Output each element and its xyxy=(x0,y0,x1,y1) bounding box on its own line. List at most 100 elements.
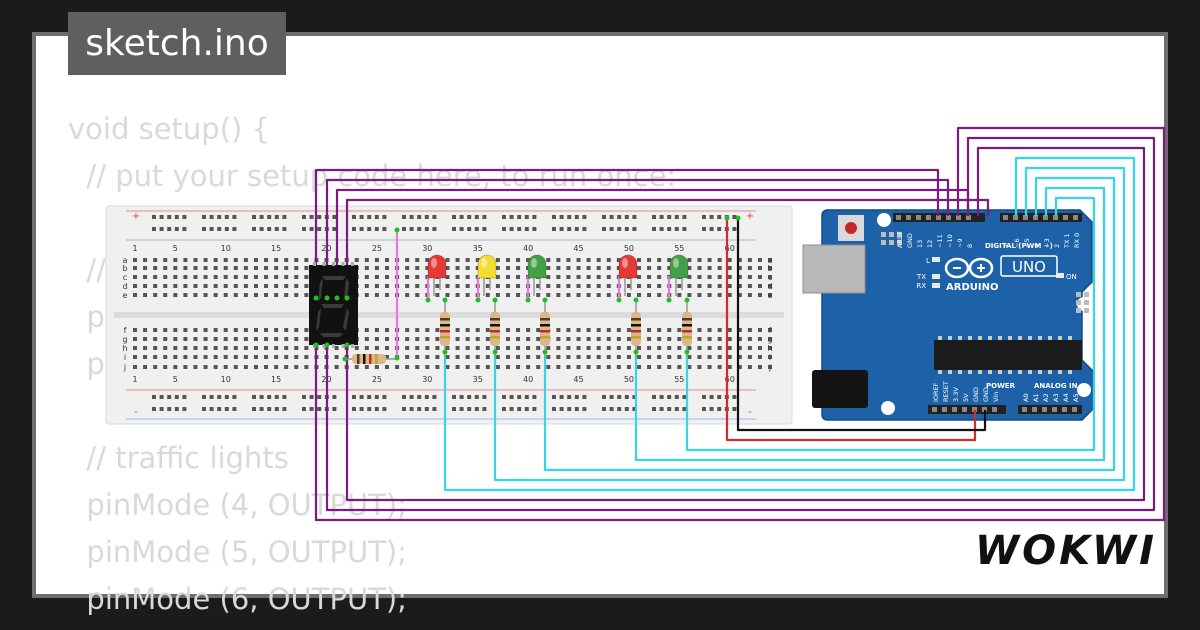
header-pin xyxy=(1063,215,1068,220)
column-number: 45 xyxy=(573,375,583,384)
resistor-horizontal xyxy=(345,354,397,364)
breadboard-hole xyxy=(626,337,631,341)
rail-hole xyxy=(382,227,387,231)
rail-hole xyxy=(317,407,322,411)
breadboard-hole xyxy=(163,275,168,279)
chip-pin xyxy=(1008,336,1012,340)
breadboard-hole xyxy=(727,365,732,369)
breadboard-hole xyxy=(294,355,299,359)
breadboard-hole xyxy=(445,355,450,359)
breadboard-hole xyxy=(616,258,621,262)
breadboard-hole xyxy=(425,346,430,350)
breadboard-hole xyxy=(727,337,732,341)
rail-hole xyxy=(252,395,256,399)
column-number: 35 xyxy=(473,375,483,384)
file-tab[interactable]: sketch.ino xyxy=(68,12,286,75)
led-highlight xyxy=(673,258,679,268)
rail-hole xyxy=(402,227,406,231)
breadboard-hole xyxy=(455,284,460,288)
breadboard-hole xyxy=(374,266,379,270)
rail-hole xyxy=(232,227,237,231)
breadboard-hole xyxy=(667,346,672,350)
breadboard-hole xyxy=(274,328,279,332)
header-pin xyxy=(916,215,921,220)
chip-pin xyxy=(1038,370,1042,374)
breadboard-hole xyxy=(153,275,158,279)
breadboard-hole xyxy=(274,346,279,350)
breadboard-hole xyxy=(485,337,490,341)
rail-hole xyxy=(474,407,479,411)
breadboard-hole xyxy=(737,266,742,270)
breadboard-hole xyxy=(284,284,289,288)
breadboard-hole xyxy=(153,284,158,288)
rail-hole xyxy=(709,407,714,411)
breadboard-hole xyxy=(385,328,389,332)
breadboard-hole xyxy=(223,328,228,332)
breadboard-hole xyxy=(727,284,732,288)
rail-hole xyxy=(717,227,722,231)
breadboard-hole xyxy=(616,266,621,270)
rail-hole xyxy=(602,395,606,399)
rail-hole xyxy=(402,395,406,399)
breadboard-hole xyxy=(294,284,299,288)
rail-hole xyxy=(667,227,672,231)
breadboard-hole xyxy=(495,365,500,369)
breadboard-hole xyxy=(284,275,289,279)
rail-hole xyxy=(502,407,506,411)
breadboard-hole xyxy=(485,365,490,369)
breadboard-hole xyxy=(505,284,510,288)
display-pin xyxy=(322,262,326,266)
breadboard-hole xyxy=(475,346,480,350)
header-pin xyxy=(906,215,911,220)
rail-hole xyxy=(452,215,456,219)
rail-hole xyxy=(674,395,679,399)
resistor-band xyxy=(375,354,378,364)
breadboard-hole xyxy=(374,337,379,341)
breadboard-hole xyxy=(586,258,591,262)
breadboard-hole xyxy=(717,337,722,341)
code-line: pinMode (5, OUTPUT); xyxy=(68,535,407,569)
column-number: 60 xyxy=(725,375,735,384)
breadboard-hole xyxy=(485,346,490,350)
breadboard-hole xyxy=(616,337,621,341)
breadboard-hole xyxy=(606,266,611,270)
breadboard-hole xyxy=(637,355,641,359)
column-number: 5 xyxy=(173,375,178,384)
breadboard-hole xyxy=(304,346,309,350)
rail-hole xyxy=(617,227,622,231)
breadboard-hole xyxy=(536,346,541,350)
breadboard-hole xyxy=(385,258,389,262)
breadboard-hole xyxy=(536,284,541,288)
icsp-pin xyxy=(897,232,902,237)
breadboard-hole xyxy=(697,293,702,297)
rail-hole xyxy=(359,407,364,411)
breadboard-hole xyxy=(647,346,652,350)
breadboard-hole xyxy=(294,337,299,341)
pin-label: TX 1 xyxy=(1063,233,1071,249)
breadboard-hole xyxy=(213,365,218,369)
arduino-logo-right xyxy=(968,257,994,279)
breadboard-hole xyxy=(233,346,238,350)
breadboard-hole xyxy=(697,365,702,369)
rail-hole xyxy=(232,395,237,399)
rail-hole xyxy=(152,215,156,219)
breadboard-hole xyxy=(596,355,601,359)
header-pin xyxy=(966,215,971,220)
digital-header xyxy=(1000,213,1082,222)
breadboard-hole xyxy=(334,365,339,369)
pin-label: GND xyxy=(982,387,990,402)
icsp-pin xyxy=(889,240,894,245)
icsp-pin xyxy=(1076,300,1081,305)
breadboard-hole xyxy=(364,258,369,262)
rail-hole xyxy=(582,407,587,411)
rail-hole xyxy=(467,407,472,411)
breadboard-hole xyxy=(223,275,228,279)
pin-label: 2 xyxy=(1053,244,1061,248)
connection-dot xyxy=(334,295,340,301)
breadboard-hole xyxy=(747,266,752,270)
rail-hole xyxy=(732,407,737,411)
breadboard-hole xyxy=(193,266,198,270)
breadboard-hole xyxy=(284,355,289,359)
header-pin xyxy=(896,215,901,220)
breadboard-hole xyxy=(304,258,309,262)
